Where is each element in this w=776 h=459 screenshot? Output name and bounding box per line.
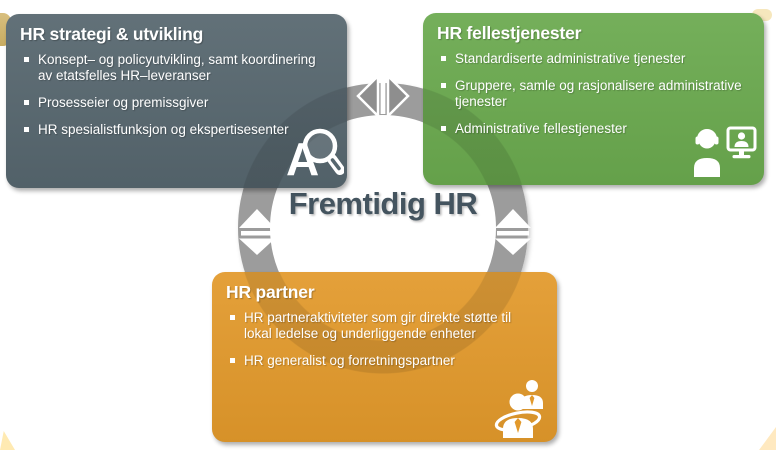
corner-accent-bottom-left [0,431,15,450]
box-title: HR fellestjenester [437,23,582,43]
bullet-item: Prosesseier og premissgiver [20,95,332,111]
box-hr-partner: HR partner HR partneraktiviteter som gir… [212,272,557,442]
box-title: HR strategi & utvikling [20,24,204,44]
bullet-item: HR generalist og forretningspartner [226,353,542,369]
business-partners-icon [494,380,543,438]
double-arrow-vertical-right-icon [495,209,531,255]
box-hr-fellestjenester: HR fellestjenester Standardiserte admini… [423,13,764,185]
box-title: HR partner [226,282,315,302]
double-arrow-vertical-left-icon [239,209,275,255]
bullet-list: Standardiserte administrative tjenester … [437,51,749,137]
bullet-item: HR spesialistfunksjon og ekspertisesente… [20,122,332,138]
person-headset-video-call-icon [694,126,757,177]
double-arrow-horizontal-icon [356,73,410,119]
magnifier-a-icon: A [286,128,344,185]
box-hr-strategy: HR strategi & utvikling Konsept– og poli… [6,14,347,188]
bullet-item: Konsept– og policyutvikling, samt koordi… [20,52,332,84]
bullet-list: HR partneraktiviteter som gir direkte st… [226,310,542,369]
bullet-item: Administrative fellestjenester [437,121,749,137]
bullet-item: HR partneraktiviteter som gir direkte st… [226,310,542,342]
corner-accent-bottom-right [759,427,776,450]
bullet-item: Gruppere, samle og rasjonalisere adminis… [437,78,749,110]
corner-accent-top-left [0,13,11,46]
bullet-list: Konsept– og policyutvikling, samt koordi… [20,52,332,138]
center-title: Fremtidig HR [288,186,478,221]
bullet-item: Standardiserte administrative tjenester [437,51,749,67]
